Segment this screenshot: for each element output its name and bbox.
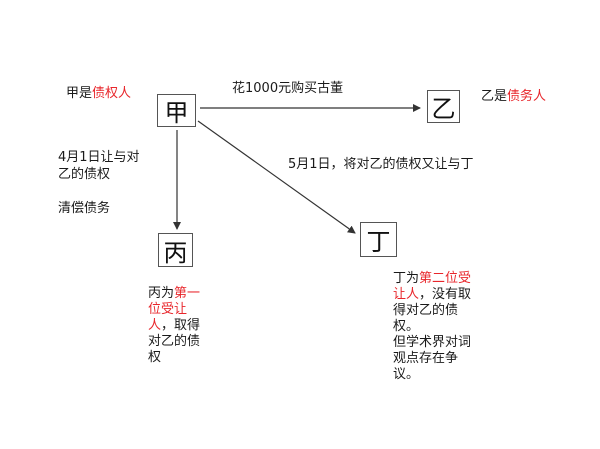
node-jia: 甲: [157, 94, 196, 127]
edge-label-jia-bing-line2: 乙的债权: [58, 167, 111, 182]
note-ding-suffix: ，没有取得对乙的债权。: [393, 287, 472, 334]
node-bing: 丙: [158, 233, 193, 267]
edge-label-jia-yi: 花1000元购买古董: [232, 81, 344, 96]
note-ding-highlight: 第二位受让人: [393, 271, 472, 302]
edge-label-jia-ding: 5月1日，将对乙的债权又让与丁: [288, 157, 474, 172]
jia-role-highlight: 债权人: [92, 86, 132, 101]
yi-role-highlight: 债务人: [507, 89, 547, 104]
jia-role-prefix: 甲是: [66, 86, 93, 101]
node-yi: 乙: [427, 90, 460, 123]
yi-role-prefix: 乙是: [481, 89, 508, 104]
note-ding-prefix: 丁为: [393, 271, 420, 286]
note-bing-prefix: 丙为: [148, 286, 175, 301]
note-bing-suffix: ，取得对乙的债权: [148, 318, 201, 365]
yi-role-label: 乙是债务人: [481, 88, 546, 105]
note-ding-line2: 但学术界对词观点存在争议。: [393, 335, 472, 382]
note-ding: 丁为第二位受让人，没有取得对乙的债权。但学术界对词观点存在争议。: [393, 271, 473, 383]
note-bing: 丙为第一位受让人，取得对乙的债权: [148, 286, 210, 366]
jia-role-label: 甲是债权人: [66, 85, 131, 102]
arrow-jia-to-ding: [197, 120, 356, 234]
note-bing-highlight: 第一位受让人: [148, 286, 201, 333]
edge-label-jia-bing-line1: 4月1日让与对: [58, 150, 140, 165]
node-ding: 丁: [360, 222, 397, 257]
edge-label-jia-bing-line3: 清偿债务: [58, 201, 111, 216]
